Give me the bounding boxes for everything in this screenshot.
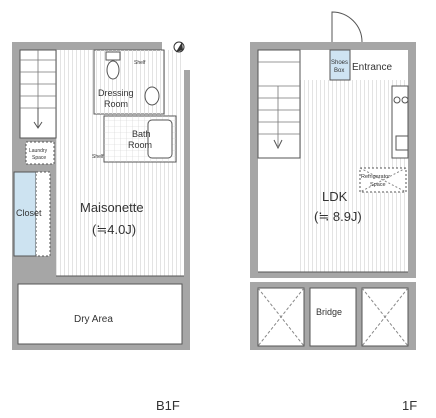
1f-labels: Shoes Box Entrance LDK (≒ 8.9J) Refriger… <box>314 60 417 413</box>
bathtub-icon <box>147 119 173 159</box>
shoes-label-2: Box <box>334 68 344 74</box>
kitchen-sink <box>395 135 409 151</box>
entrance-door <box>331 11 363 43</box>
sink-icon <box>144 86 160 106</box>
b1f-plan <box>12 42 190 350</box>
laundry-space <box>25 141 55 165</box>
maisonette-label: Maisonette <box>80 200 144 215</box>
dry-area-label: Dry Area <box>74 314 113 325</box>
1f-stairs <box>257 49 301 159</box>
dry-area <box>17 283 183 345</box>
laundry-label-2: Space <box>32 155 46 161</box>
laundry-label-1: Laundry <box>29 148 48 154</box>
refrigerator-label-1: Refrigerator <box>361 174 390 180</box>
shoes-label-1: Shoes <box>331 60 348 66</box>
bridge-label: Bridge <box>316 307 342 317</box>
dressing-label-2: Room <box>104 99 128 109</box>
1f-floor-label: 1F <box>402 398 417 413</box>
closet-label: Closet <box>16 208 42 218</box>
b1f-floor-label: B1F <box>156 398 180 413</box>
toilet-icon <box>106 60 120 80</box>
bath-label-1: Bath <box>132 129 151 139</box>
entrance-label: Entrance <box>352 62 392 73</box>
bath-label-2: Room <box>128 140 152 150</box>
b1f-labels: Dressing Room Shelf Bath Room Shelf Laun… <box>16 60 180 413</box>
dressing-label-1: Dressing <box>98 88 134 98</box>
bridge <box>309 287 357 347</box>
ldk-size: (≒ 8.9J) <box>314 209 362 224</box>
compass-icon <box>173 41 185 53</box>
refrigerator-label-2: Space <box>370 182 386 188</box>
1f-plan <box>250 11 416 350</box>
ldk-label: LDK <box>322 189 348 204</box>
shoes-box <box>329 49 351 81</box>
shelf-top-label: Shelf <box>134 60 146 66</box>
maisonette-size: (≒4.0J) <box>92 222 136 237</box>
shelf-side-label: Shelf <box>92 154 104 160</box>
